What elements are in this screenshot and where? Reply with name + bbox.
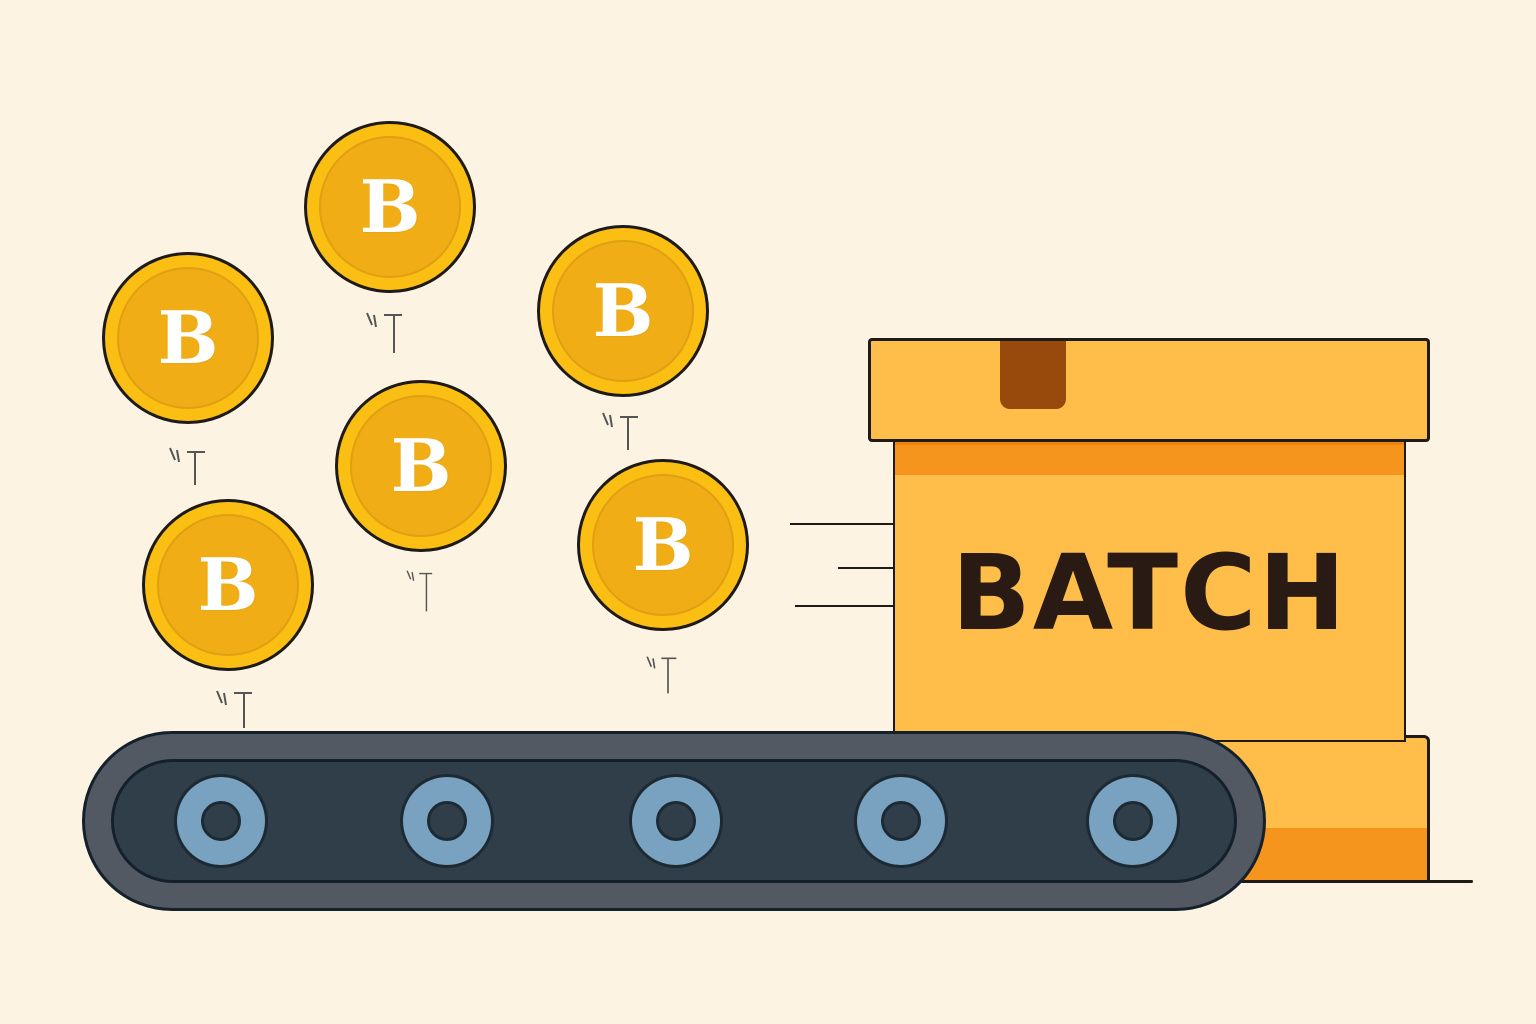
motion-tick-icon (602, 412, 638, 450)
motion-tick-icon (169, 447, 205, 485)
coin-5: B (142, 499, 314, 671)
coin-symbol-icon: B (197, 542, 259, 627)
coin-1: B (102, 252, 274, 424)
coin-4: B (335, 380, 507, 552)
coin-2: B (304, 121, 476, 293)
box-label: BATCH (951, 532, 1348, 654)
motion-tick-icon (366, 312, 402, 353)
box-lid (868, 338, 1430, 442)
batch-box: BATCH (893, 442, 1406, 742)
motion-tick-icon (216, 690, 252, 728)
roller-icon (1086, 774, 1180, 868)
coin-symbol-icon: B (592, 268, 654, 353)
motion-tick-icon (646, 656, 677, 694)
coin-symbol-icon: B (390, 423, 452, 508)
motion-tick-icon (406, 570, 433, 612)
motion-line (790, 523, 893, 525)
roller-icon (174, 774, 268, 868)
motion-line (838, 567, 893, 569)
box-band (895, 442, 1404, 475)
roller-icon (400, 774, 494, 868)
coin-symbol-icon: B (632, 502, 694, 587)
roller-icon (854, 774, 948, 868)
coin-symbol-icon: B (359, 164, 421, 249)
coin-3: B (537, 225, 709, 397)
conveyor-belt (82, 731, 1266, 911)
box-tape (1000, 341, 1066, 409)
roller-icon (629, 774, 723, 868)
motion-line (795, 605, 893, 607)
coin-symbol-icon: B (157, 295, 219, 380)
coin-6: B (577, 459, 749, 631)
floor-line (1240, 880, 1473, 883)
